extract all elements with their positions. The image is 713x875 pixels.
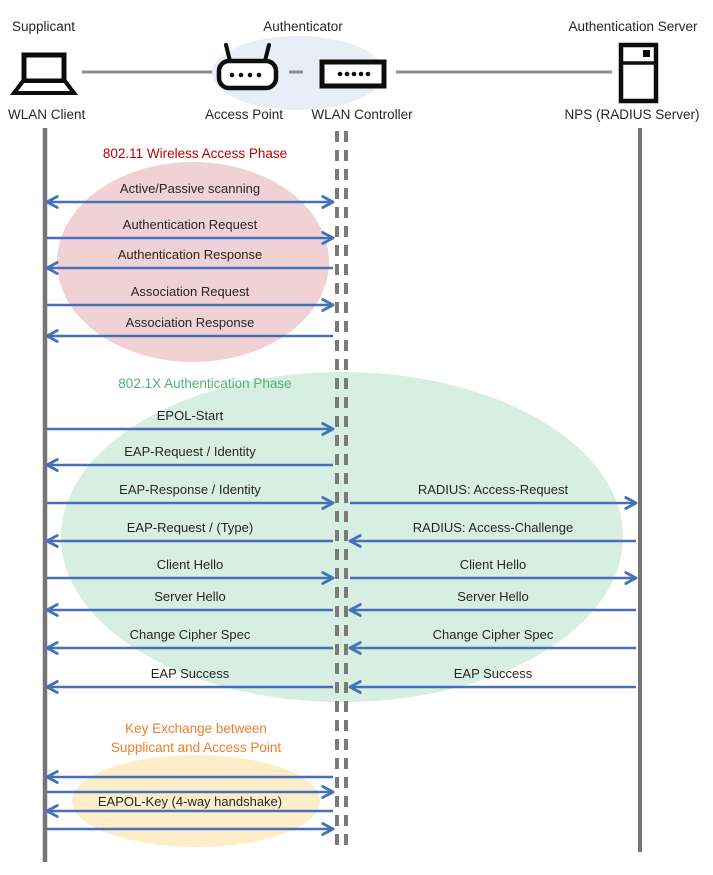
- device-access-point: Access Point: [204, 107, 284, 122]
- phase1-ellipse: [57, 162, 329, 362]
- phase3-title-line1: Key Exchange between: [125, 721, 267, 736]
- message-label: Client Hello: [156, 557, 224, 572]
- phase1-title: 802.11 Wireless Access Phase: [102, 146, 288, 161]
- role-authentication-server: Authentication Server: [568, 19, 698, 34]
- message-label: Client Hello: [459, 557, 527, 572]
- server-icon: [618, 42, 659, 104]
- wlan-controller-dashed-lifeline: [335, 131, 348, 851]
- message-label: Authentication Request: [122, 217, 258, 232]
- message-label: Server Hello: [457, 589, 529, 604]
- message-label: Change Cipher Spec: [129, 627, 251, 642]
- role-authenticator: Authenticator: [263, 19, 343, 34]
- phase2-title: 802.1X Authentication Phase: [118, 376, 292, 391]
- message-label: EAP Success: [150, 666, 230, 681]
- message-label: Authentication Response: [117, 247, 263, 262]
- message-label: Association Response: [125, 315, 255, 330]
- message-label: Change Cipher Spec: [432, 627, 554, 642]
- device-wlan-controller: WLAN Controller: [311, 107, 413, 122]
- phase3-title-line2: Supplicant and Access Point: [110, 740, 282, 755]
- message-label: EAPOL-Key (4-way handshake): [97, 794, 283, 809]
- message-arrows: [47, 202, 636, 829]
- device-wlan-client: WLAN Client: [8, 107, 86, 122]
- message-label: Active/Passive scanning: [119, 181, 261, 196]
- role-supplicant: Supplicant: [12, 19, 76, 34]
- access-point-icon: [216, 43, 279, 91]
- device-nps-radius-server: NPS (RADIUS Server): [564, 107, 700, 122]
- message-label: Association Request: [130, 284, 250, 299]
- message-label: RADIUS: Access-Challenge: [412, 520, 574, 535]
- message-label: EAP-Request / Identity: [124, 444, 256, 459]
- laptop-icon: [10, 52, 78, 95]
- phase2-ellipse: [61, 372, 623, 702]
- message-label: EAP-Request / (Type): [126, 520, 254, 535]
- message-label: RADIUS: Access-Request: [417, 482, 569, 497]
- wlan-controller-icon: [319, 59, 387, 89]
- message-label: Server Hello: [154, 589, 226, 604]
- message-label: EAP Success: [453, 666, 533, 681]
- message-label: EPOL-Start: [156, 408, 224, 423]
- message-label: EAP-Response / Identity: [119, 482, 261, 497]
